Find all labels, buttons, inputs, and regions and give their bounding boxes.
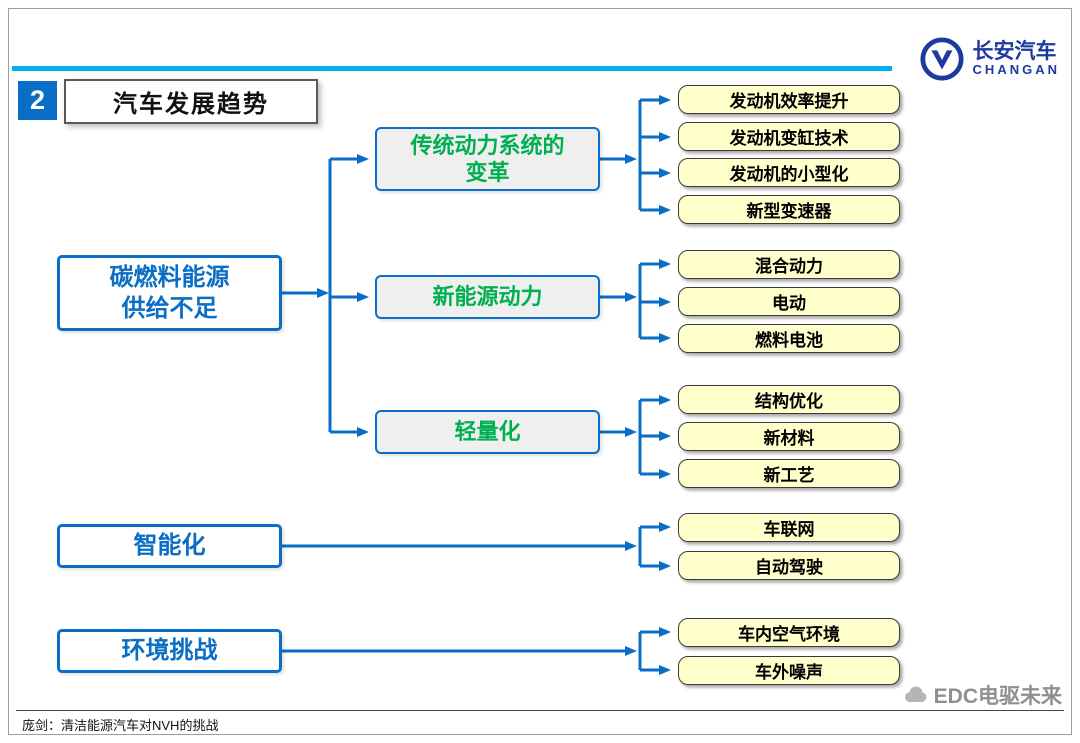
leaf-node: 电动 <box>678 287 900 316</box>
leaf-label: 电动 <box>772 294 806 313</box>
leaf-node: 车内空气环境 <box>678 618 900 647</box>
leaf-node: 车联网 <box>678 513 900 542</box>
leaf-label: 发动机效率提升 <box>729 92 849 111</box>
slide-title-box: 汽车发展趋势 <box>64 79 318 124</box>
footnote: 庞剑：清洁能源汽车对NVH的挑战 <box>22 718 219 733</box>
mid-node-lightweight: 轻量化 <box>375 410 600 454</box>
leaf-node: 新材料 <box>678 422 900 451</box>
page-number-badge: 2 <box>18 81 57 120</box>
mid-node-label: 传统动力系统的 变革 <box>410 132 565 186</box>
root-node-intelligence: 智能化 <box>57 524 282 568</box>
leaf-node: 结构优化 <box>678 385 900 414</box>
changan-logo-cn: 长安汽车 <box>972 40 1057 64</box>
leaf-node: 车外噪声 <box>678 656 900 685</box>
leaf-node: 新型变速器 <box>678 195 900 224</box>
leaf-label: 结构优化 <box>755 392 823 411</box>
leaf-node: 燃料电池 <box>678 324 900 353</box>
leaf-node: 发动机效率提升 <box>678 85 900 114</box>
leaf-label: 新型变速器 <box>746 202 832 221</box>
leaf-label: 混合动力 <box>755 257 823 276</box>
changan-logo: 长安汽车 CHANGAN <box>919 36 1060 82</box>
changan-logo-icon <box>919 37 964 81</box>
footer-divider <box>16 710 1064 711</box>
page-number: 2 <box>29 85 46 115</box>
mid-node-label: 轻量化 <box>454 419 521 445</box>
leaf-label: 发动机变缸技术 <box>729 129 849 148</box>
mid-node-traditional-powertrain: 传统动力系统的 变革 <box>375 127 600 191</box>
leaf-node: 自动驾驶 <box>678 551 900 580</box>
changan-logo-en: CHANGAN <box>972 62 1060 78</box>
leaf-node: 混合动力 <box>678 250 900 279</box>
mid-node-label: 新能源动力 <box>432 284 543 310</box>
edc-watermark-text: EDC电驱未来 <box>933 685 1062 708</box>
top-accent-line <box>12 66 892 71</box>
leaf-label: 新工艺 <box>763 466 815 485</box>
root-node-label: 碳燃料能源 供给不足 <box>109 263 230 322</box>
leaf-label: 车内空气环境 <box>738 625 840 644</box>
leaf-label: 车外噪声 <box>755 663 823 682</box>
root-node-fuel-shortage: 碳燃料能源 供给不足 <box>57 255 282 331</box>
leaf-label: 燃料电池 <box>755 331 823 350</box>
leaf-label: 发动机的小型化 <box>729 165 849 184</box>
leaf-label: 新材料 <box>763 429 815 448</box>
mid-node-new-energy: 新能源动力 <box>375 275 600 319</box>
root-node-label: 环境挑战 <box>121 637 218 665</box>
slide-title: 汽车发展趋势 <box>113 91 269 118</box>
leaf-label: 自动驾驶 <box>755 558 823 577</box>
edc-watermark-icon <box>904 686 927 702</box>
leaf-node: 发动机的小型化 <box>678 158 900 187</box>
leaf-node: 新工艺 <box>678 459 900 488</box>
root-node-environment: 环境挑战 <box>57 629 282 673</box>
root-node-label: 智能化 <box>133 532 206 560</box>
leaf-node: 发动机变缸技术 <box>678 122 900 151</box>
edc-watermark: EDC电驱未来 <box>901 680 1062 710</box>
leaf-label: 车联网 <box>763 520 815 539</box>
changan-logo-text: 长安汽车 CHANGAN <box>973 40 1060 77</box>
